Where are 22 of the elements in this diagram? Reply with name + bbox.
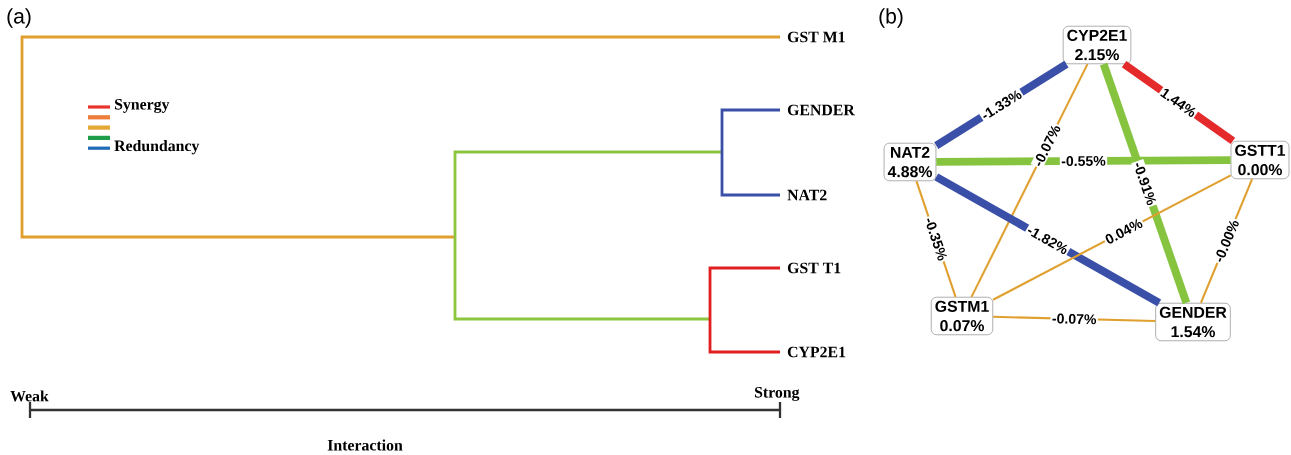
gene-box: NAT2 4.88% — [883, 142, 937, 182]
axis-title: Interaction — [327, 439, 403, 451]
legend-label: Synergy — [114, 99, 170, 113]
edge-label: -0.91% — [1135, 163, 1157, 206]
edge-label: -0.00% — [1216, 220, 1239, 262]
leaf-label: GENDER — [787, 104, 855, 116]
gene-box: GSTM1 0.07% — [930, 296, 994, 336]
leaf-label: NAT2 — [787, 189, 827, 201]
edge-label: -0.07% — [1052, 313, 1097, 325]
gene-box: CYP2E1 2.15% — [1062, 25, 1132, 65]
scale-label: Weak — [10, 390, 49, 402]
leaf-label: GST T1 — [787, 262, 841, 274]
legend-label: Redundancy — [114, 140, 200, 155]
scale-label: Strong — [754, 387, 800, 401]
gene-box: GENDER 1.54% — [1155, 302, 1231, 342]
edge-label: -0.55% — [1061, 155, 1106, 167]
gene-box: GSTT1 0.00% — [1230, 140, 1290, 180]
leaf-label: GST M1 — [787, 31, 845, 43]
edge-label: -0.35% — [926, 218, 947, 261]
panel-label: (a) — [7, 8, 31, 28]
leaf-label: CYP2E1 — [787, 346, 846, 358]
panel-label: (b) — [879, 8, 903, 28]
